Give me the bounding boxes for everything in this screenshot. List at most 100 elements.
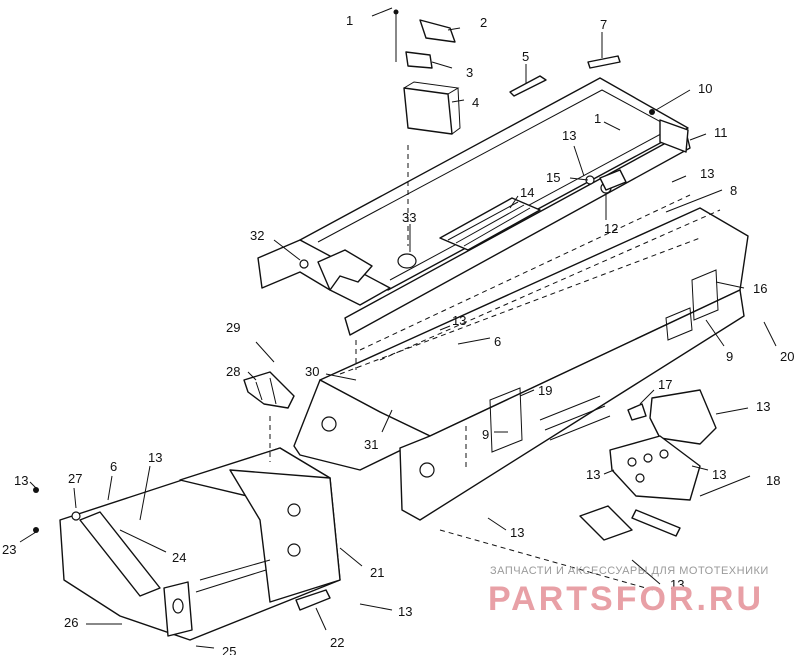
callout-number: 16	[753, 281, 767, 296]
callout-leader-line	[671, 175, 687, 183]
callout-leader-line	[325, 373, 357, 381]
callout-c13a: 13	[562, 128, 585, 177]
callout-number: 6	[494, 334, 501, 349]
callout-leader-line	[195, 645, 215, 649]
callout-c33: 33	[402, 210, 416, 252]
callout-number: 32	[250, 228, 264, 243]
callout-leader-line	[255, 341, 275, 363]
callout-leader-line	[639, 389, 655, 405]
callout-c6a: 6	[457, 334, 501, 349]
callout-leader-line	[439, 325, 451, 331]
callout-c31: 31	[364, 409, 393, 452]
callout-leader-line	[509, 195, 519, 209]
callout-c21: 21	[339, 547, 384, 580]
callout-number: 24	[172, 550, 186, 565]
callout-c32: 32	[250, 228, 301, 261]
callout-c10: 10	[655, 81, 712, 111]
callout-leader-line	[359, 603, 393, 611]
callout-leader-line	[573, 145, 585, 177]
callout-number: 12	[604, 221, 618, 236]
callout-number: 25	[222, 644, 236, 655]
callout-leader-line	[603, 121, 621, 131]
callout-leader-line	[603, 469, 615, 475]
callout-c12: 12	[604, 194, 618, 236]
callout-c9b: 9	[482, 427, 508, 442]
callout-leader-line	[487, 517, 507, 531]
callout-c29: 29	[226, 320, 275, 363]
callout-c11: 11	[689, 125, 728, 141]
callout-leader-line	[431, 61, 453, 69]
watermark-line: ЗАПЧАСТИ И АКСЕССУАРЫ ДЛЯ МОТОТЕХНИКИ	[490, 565, 769, 577]
callout-c9a: 9	[705, 319, 733, 364]
callout-leader-line	[665, 189, 723, 213]
callout-leader-line	[447, 27, 461, 31]
callout-number: 13	[586, 467, 600, 482]
callout-c1b: 1	[594, 111, 621, 131]
console-small-parts	[393, 9, 621, 135]
callout-leader-line	[631, 559, 661, 585]
callout-number: 13	[670, 577, 684, 592]
callout-leader-line	[569, 177, 589, 181]
callout-number: 13	[562, 128, 576, 143]
callout-c4: 4	[451, 95, 479, 110]
callout-number: 26	[64, 615, 78, 630]
callout-number: 13	[398, 604, 412, 619]
callout-number: 7	[600, 17, 607, 32]
callout-c5: 5	[522, 49, 529, 84]
upper-rail-assembly	[257, 77, 691, 336]
callout-leader-line	[19, 531, 37, 543]
callout-c16: 16	[715, 281, 767, 296]
callout-number: 4	[472, 95, 479, 110]
callout-c20: 20	[763, 321, 794, 364]
callout-number: 13	[712, 467, 726, 482]
callout-number: 1	[594, 111, 601, 126]
callout-number: 13	[756, 399, 770, 414]
watermark: ЗАПЧАСТИ И АКСЕССУАРЫ ДЛЯ МОТОТЕХНИКИ PA…	[488, 565, 769, 618]
callout-c1a: 1	[346, 7, 393, 28]
callout-number: 22	[330, 635, 344, 650]
bulkhead-assembly	[33, 447, 341, 641]
callout-c22: 22	[315, 607, 344, 650]
callout-number: 13	[510, 525, 524, 540]
callout-leader-line	[655, 89, 691, 111]
callout-c28: 28	[226, 364, 257, 381]
callout-c13j: 13	[631, 559, 684, 592]
callout-c13i: 13	[487, 517, 524, 540]
callout-c13d: 13	[715, 399, 770, 415]
callout-leader-line	[315, 607, 327, 631]
callout-number: 29	[226, 320, 240, 335]
callout-c7: 7	[600, 17, 607, 58]
callout-leader-line	[339, 547, 363, 567]
callout-leader-line	[29, 481, 37, 489]
callout-number: 18	[766, 473, 780, 488]
callout-leader-line	[119, 529, 167, 553]
callout-leader-line	[699, 475, 751, 497]
callout-leader-line	[715, 281, 745, 289]
tunnel-assembly	[293, 194, 749, 521]
callout-number: 20	[780, 349, 794, 364]
callout-leader-line	[691, 465, 709, 471]
callout-number: 3	[466, 65, 473, 80]
callout-leader-line	[763, 321, 777, 347]
callout-leader-line	[519, 389, 535, 397]
callout-number: 5	[522, 49, 529, 64]
callout-number: 15	[546, 170, 560, 185]
callout-number: 14	[520, 185, 534, 200]
callout-number: 1	[346, 13, 353, 28]
callout-leader-line	[107, 475, 113, 501]
callout-number: 9	[482, 427, 489, 442]
callout-leader-line	[139, 465, 151, 521]
alignment-lines	[269, 145, 661, 593]
callout-number: 13	[700, 166, 714, 181]
callout-number: 10	[698, 81, 712, 96]
bracket-28	[243, 371, 295, 409]
callout-c13e: 13	[586, 467, 615, 482]
callout-c19: 19	[519, 383, 552, 398]
callout-c30: 30	[305, 364, 357, 381]
callout-leader-line	[457, 337, 491, 345]
callout-number: 13	[148, 450, 162, 465]
callout-c17: 17	[639, 377, 672, 405]
callout-c3: 3	[431, 61, 473, 80]
